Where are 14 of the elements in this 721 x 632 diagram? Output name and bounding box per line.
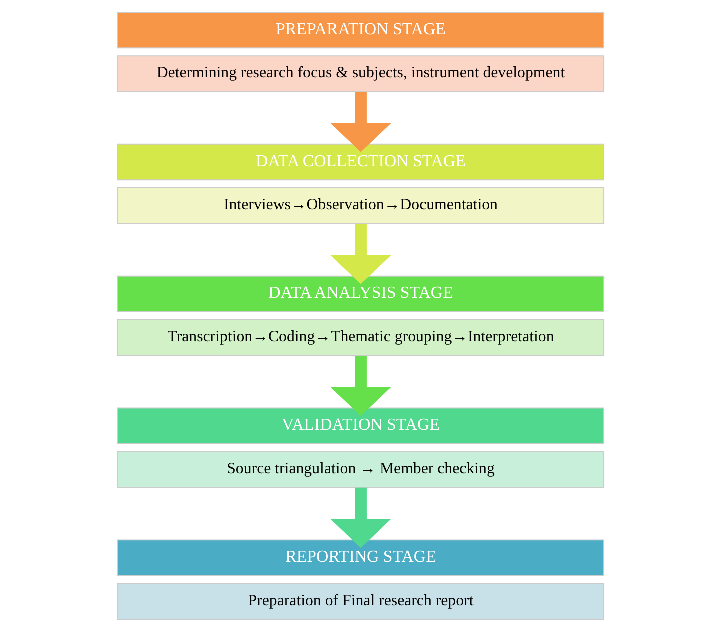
arrow [330,356,391,416]
node-box: Interviews→Observation→Documentation [116,188,604,224]
node-box: DATA ANALYSIS STAGE [116,276,604,313]
node-box: VALIDATION STAGE [116,408,604,444]
node-box: Transcription→Coding→Thematic grouping→Interpretation [116,319,604,356]
node-box: Determining research focus & subjects, instrument development [116,56,604,92]
node-box: Preparation of Final research report [116,583,604,620]
arrow [330,488,392,548]
node-box: REPORTING STAGE [116,540,604,576]
arrow [330,92,391,152]
node-box: DATA COLLECTION STAGE [116,144,604,181]
arrow [330,224,391,284]
node-box: PREPARATION STAGE [116,12,604,49]
node-box: Source triangulation → Member checking [116,451,604,488]
